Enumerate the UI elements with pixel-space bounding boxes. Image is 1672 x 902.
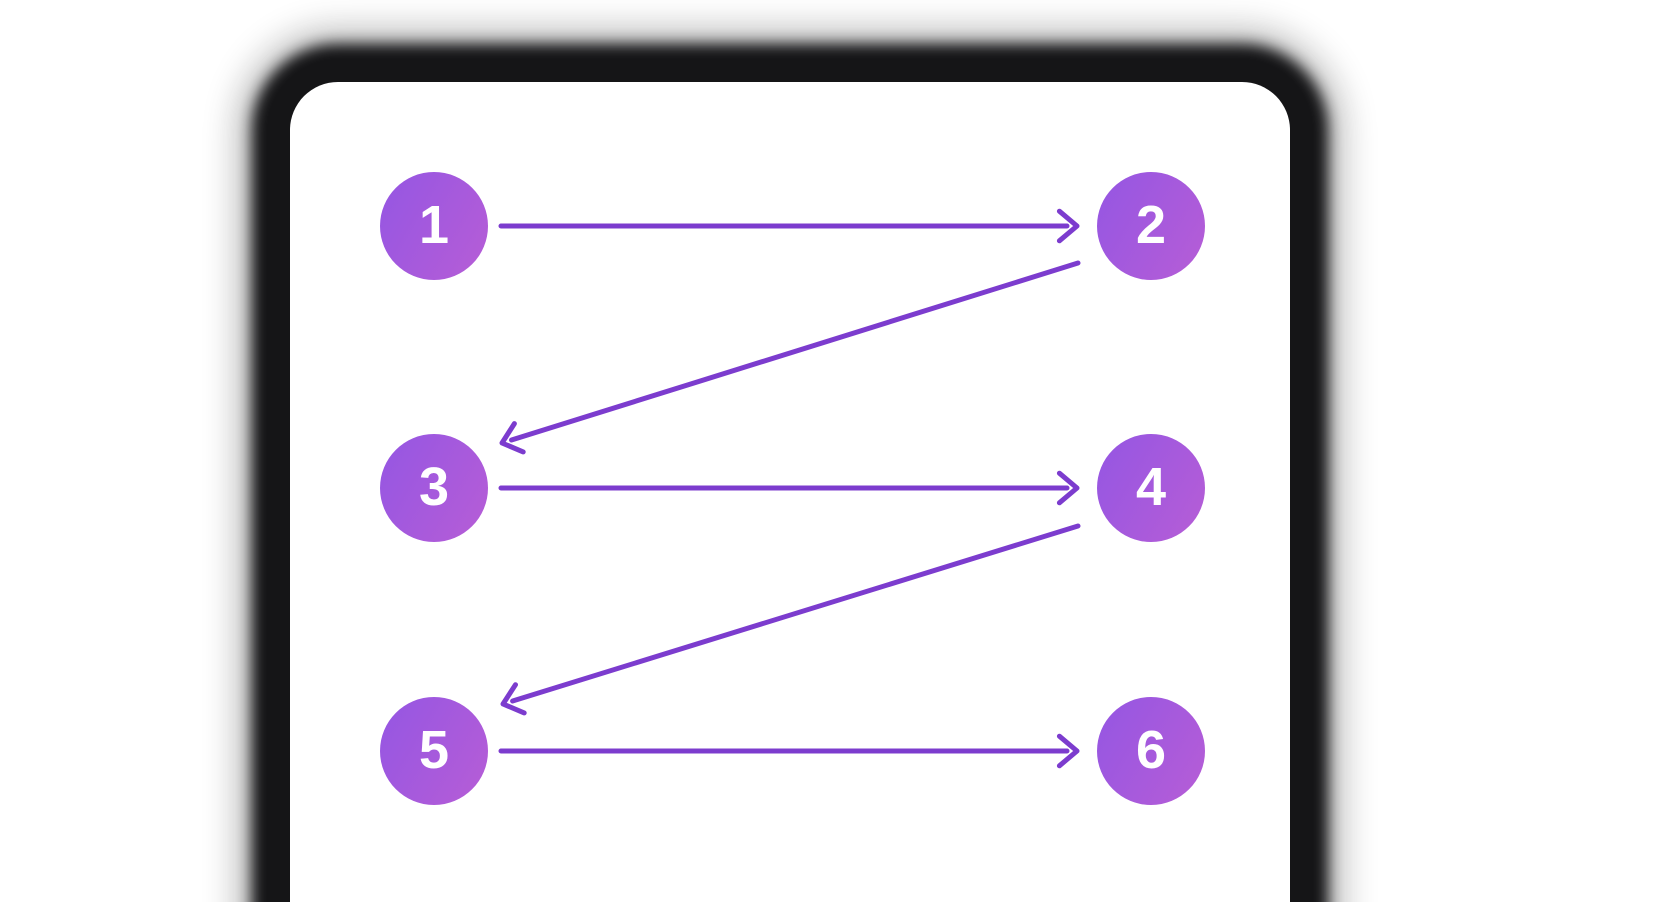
node-1: 1 [380, 172, 488, 280]
node-4: 4 [1097, 434, 1205, 542]
node-5: 5 [380, 697, 488, 805]
node-label: 1 [418, 195, 450, 255]
node-3: 3 [380, 434, 488, 542]
node-label: 6 [1135, 720, 1167, 780]
node-label: 3 [418, 457, 450, 517]
node-2: 2 [1097, 172, 1205, 280]
node-label: 2 [1135, 195, 1167, 255]
node-6: 6 [1097, 697, 1205, 805]
node-label: 4 [1135, 457, 1167, 517]
node-label: 5 [418, 720, 450, 780]
